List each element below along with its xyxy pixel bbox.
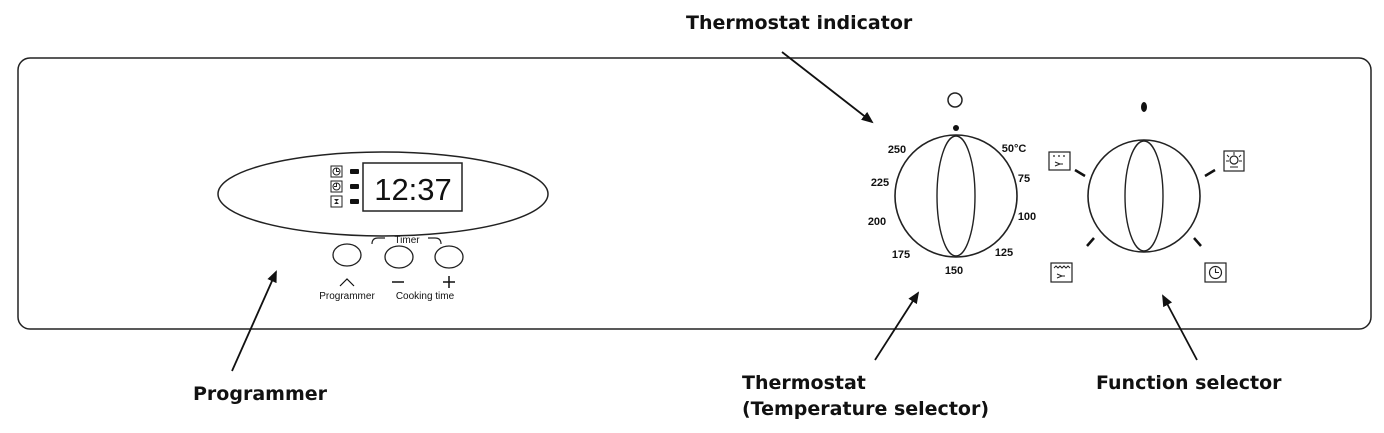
display-indicator-bar xyxy=(350,169,359,174)
programmer-callout: Programmer xyxy=(193,383,327,405)
programmer-button-label: Programmer xyxy=(319,291,375,302)
scale-50: 50°C xyxy=(1002,143,1027,155)
timer-bracket-right xyxy=(428,237,442,245)
display-indicator-bar xyxy=(350,199,359,204)
thermostat-arrow xyxy=(874,291,920,361)
function-selector-callout: Function selector xyxy=(1096,372,1282,394)
function-selector-arrow xyxy=(1162,294,1198,361)
scale-125: 125 xyxy=(995,247,1013,259)
timer-bracket-left xyxy=(371,237,385,245)
cook-end-icon xyxy=(330,180,343,193)
thermostat-callout-line2: (Temperature selector) xyxy=(742,398,990,420)
function-tick xyxy=(1204,168,1216,178)
scale-250: 250 xyxy=(888,144,906,156)
scale-175: 175 xyxy=(892,249,910,261)
function-pointer-dot xyxy=(1141,102,1147,112)
oven-light-icon xyxy=(1223,150,1245,172)
programmer-button[interactable] xyxy=(332,243,362,267)
scale-75: 75 xyxy=(1018,173,1030,185)
scale-200: 200 xyxy=(868,216,886,228)
grill-icon xyxy=(1050,262,1073,283)
lcd-display xyxy=(362,162,463,212)
up-symbol xyxy=(339,278,355,287)
display-indicator-bar xyxy=(350,184,359,189)
function-knob-grip xyxy=(1124,140,1164,252)
thermostat-indicator-light xyxy=(947,92,963,108)
timer-minus-button[interactable] xyxy=(384,245,414,269)
timer-clock-icon xyxy=(1204,262,1227,283)
scale-225: 225 xyxy=(871,177,889,189)
scale-150: 150 xyxy=(945,265,963,277)
thermostat-knob-grip xyxy=(936,135,976,257)
cooking-time-label: Cooking time xyxy=(396,291,455,302)
programmer-arrow xyxy=(231,270,277,372)
timer-label: Timer xyxy=(394,235,420,246)
thermostat-indicator-callout: Thermostat indicator xyxy=(686,12,913,34)
scale-100: 100 xyxy=(1018,211,1036,223)
cook-start-icon xyxy=(330,165,343,178)
function-tick xyxy=(1193,237,1202,247)
fan-oven-icon xyxy=(1048,151,1071,171)
thermostat-pointer-dot xyxy=(953,125,959,131)
function-tick xyxy=(1074,168,1086,178)
function-tick xyxy=(1086,237,1095,247)
thermostat-callout-line1: Thermostat xyxy=(742,372,866,394)
timer-plus-button[interactable] xyxy=(434,245,464,269)
thermostat-indicator-arrow xyxy=(781,51,874,124)
clock-time: 12:37 xyxy=(374,172,452,207)
minute-minder-icon xyxy=(330,195,343,208)
